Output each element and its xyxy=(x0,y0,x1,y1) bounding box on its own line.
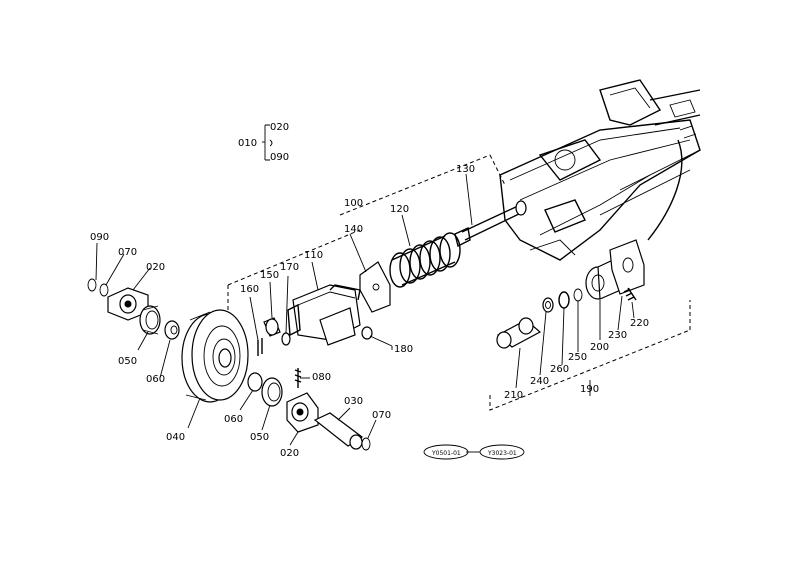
label-060-mid: 060 xyxy=(224,414,243,425)
collar-060-mid xyxy=(247,372,263,392)
label-060-left: 060 xyxy=(146,374,165,385)
part-labels: 010 020 090 090 070 020 050 060 040 060 … xyxy=(90,122,649,459)
grease-fitting-080 xyxy=(294,368,302,388)
label-020-left: 020 xyxy=(146,262,165,273)
rod-130 xyxy=(454,200,527,248)
label-070-right: 070 xyxy=(372,410,391,421)
label-110: 110 xyxy=(304,250,323,261)
label-020-bottom: 020 xyxy=(280,448,299,459)
bolt-180 xyxy=(361,326,393,347)
bearing-050-left xyxy=(139,305,161,335)
valve-220 xyxy=(623,287,637,301)
piston-210 xyxy=(496,317,542,349)
ref-code-left: Y0501-01 xyxy=(431,450,461,457)
reference-codes: Y0501-01 Y3023-01 xyxy=(423,444,525,460)
bearing-050-mid xyxy=(261,377,283,407)
ring-240 xyxy=(542,297,554,313)
label-130: 130 xyxy=(456,164,475,175)
label-100: 100 xyxy=(344,198,363,209)
pin-160 xyxy=(257,338,263,356)
label-020-top: 020 xyxy=(270,122,289,133)
shaft-030 xyxy=(313,412,364,450)
reference-bracket xyxy=(262,124,273,161)
label-080: 080 xyxy=(312,372,331,383)
label-150: 150 xyxy=(260,270,279,281)
label-050-mid: 050 xyxy=(250,432,269,443)
label-160: 160 xyxy=(240,284,259,295)
bracket-020-left xyxy=(107,287,149,321)
track-frame-housing xyxy=(499,79,701,261)
label-210: 210 xyxy=(504,390,523,401)
label-140: 140 xyxy=(344,224,363,235)
washer-170 xyxy=(281,332,291,346)
label-090-top: 090 xyxy=(270,152,289,163)
collar-060-left xyxy=(164,320,180,340)
label-030: 030 xyxy=(344,396,363,407)
label-230: 230 xyxy=(608,330,627,341)
nut-150 xyxy=(263,317,281,337)
oring-070-right xyxy=(361,437,371,451)
label-010: 010 xyxy=(238,138,257,149)
label-220: 220 xyxy=(630,318,649,329)
bracket-020-bottom xyxy=(286,392,319,433)
spring-120 xyxy=(389,232,461,288)
label-180: 180 xyxy=(394,344,413,355)
assembly-outline-190 xyxy=(489,300,691,411)
label-170: 170 xyxy=(280,262,299,273)
label-260: 260 xyxy=(550,364,569,375)
label-120: 120 xyxy=(390,204,409,215)
flange-230 xyxy=(609,239,645,295)
label-250: 250 xyxy=(568,352,587,363)
label-040: 040 xyxy=(166,432,185,443)
ring-250 xyxy=(573,288,583,302)
label-090: 090 xyxy=(90,232,109,243)
label-200: 200 xyxy=(590,342,609,353)
ring-090 xyxy=(87,278,97,292)
yoke-110 xyxy=(287,284,361,346)
idler-wheel-040 xyxy=(181,309,249,403)
ref-code-right: Y3023-01 xyxy=(487,450,517,457)
label-050-left: 050 xyxy=(118,356,137,367)
seal-260 xyxy=(558,291,570,309)
oring-070-left xyxy=(99,283,109,297)
label-240: 240 xyxy=(530,376,549,387)
label-070-left: 070 xyxy=(118,247,137,258)
label-190: 190 xyxy=(580,384,599,395)
leader-lines xyxy=(95,173,635,453)
